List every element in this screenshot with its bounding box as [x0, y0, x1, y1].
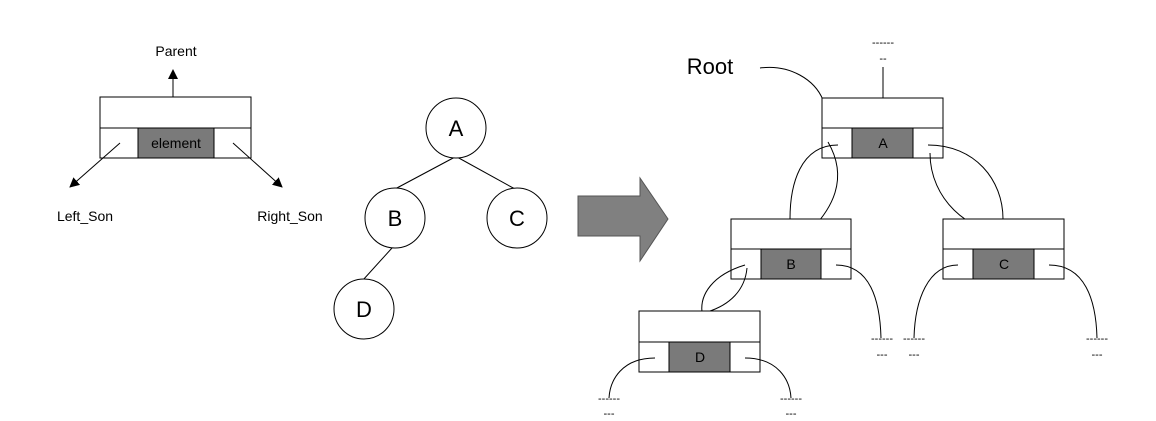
node-b-right-nil-curve [835, 264, 882, 339]
tree-node-a-label: A [449, 116, 464, 141]
node-c-left-nil-bottom: --- [909, 349, 920, 361]
linked-tree: Root ------ -- A B C ------ --- [598, 37, 1108, 420]
root-label: Root [687, 54, 733, 79]
node-c-cell [972, 248, 1035, 280]
tree-node-c-label: C [509, 206, 525, 231]
tree-node-c [486, 187, 548, 249]
node-d-cell [668, 341, 731, 373]
legend-node-top [99, 96, 252, 129]
node-c-left-nil-top: ------ [903, 333, 925, 345]
edge-a-b [394, 156, 456, 190]
left-son-label: Left_Son [57, 208, 113, 224]
node-c-left-nil-curve [913, 264, 959, 339]
node-b-cell [760, 248, 822, 280]
node-d-top [638, 310, 761, 343]
legend-element-cell [137, 127, 215, 159]
link-b-to-d [701, 264, 746, 313]
node-d-right-nil-curve [744, 357, 792, 399]
node-d-right-nil-top: ------ [780, 393, 802, 405]
node-b-right-nil-top: ------ [871, 333, 893, 345]
node-b-label: B [786, 256, 795, 272]
transform-arrow [577, 176, 669, 263]
node-d-left-nil-curve [608, 357, 656, 399]
link-d-to-b [706, 267, 748, 313]
node-structure-legend: Parent element Left_Son Right_Son [57, 43, 323, 224]
node-a-cell [851, 127, 914, 159]
node-a-top [821, 97, 944, 129]
abstract-tree: A B C D [333, 97, 548, 340]
node-a-parent-nil-top: ------ [872, 37, 894, 49]
edge-a-c [456, 156, 516, 190]
node-d-right-nil-bottom: --- [786, 408, 797, 420]
tree-node-d-label: D [356, 297, 372, 322]
edge-b-d [362, 247, 393, 281]
right-son-arrow [232, 142, 283, 188]
left-son-arrow [69, 142, 121, 188]
node-b-right-nil-bottom: --- [877, 349, 888, 361]
link-a-to-b [789, 144, 839, 220]
node-b-top [730, 218, 852, 250]
node-d-left-nil-top: ------ [598, 393, 620, 405]
tree-node-b [364, 187, 426, 249]
node-c-label: C [999, 256, 1009, 272]
root-pointer-curve [759, 66, 824, 101]
link-a-to-c [927, 144, 1004, 220]
tree-node-a [425, 97, 487, 159]
tree-node-b-label: B [388, 206, 403, 231]
tree-node-d [333, 278, 395, 340]
node-d-left-nil-bottom: --- [604, 408, 615, 420]
node-c-top [942, 218, 1065, 250]
node-c-right-nil-top: ------ [1086, 333, 1108, 345]
node-a-label: A [878, 135, 888, 151]
right-son-label: Right_Son [257, 208, 322, 224]
node-d-label: D [695, 349, 705, 365]
element-label: element [151, 135, 201, 151]
node-c-right-nil-bottom: --- [1092, 349, 1103, 361]
node-c-right-nil-curve [1048, 264, 1098, 339]
parent-label: Parent [155, 43, 196, 59]
node-a-parent-nil-bottom: -- [879, 53, 887, 65]
